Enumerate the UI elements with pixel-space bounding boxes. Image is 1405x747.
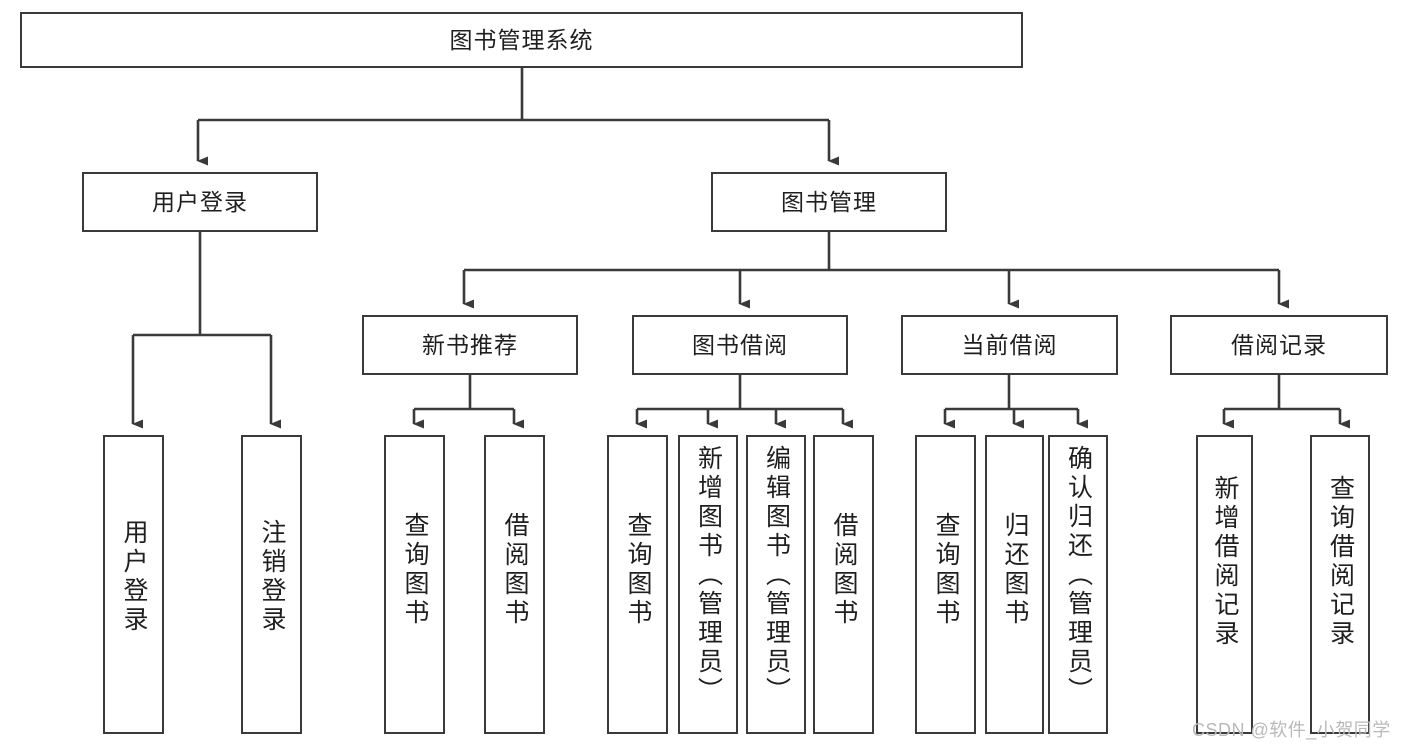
node-leaf-12[interactable]: 新增借阅记录 — [1196, 435, 1253, 734]
node-leaf-1-label: 用户登录 — [120, 519, 148, 635]
node-leaf-12-label: 新增借阅记录 — [1211, 475, 1239, 649]
node-level1-1-label: 用户登录 — [152, 188, 248, 215]
node-level1-1[interactable]: 用户登录 — [82, 172, 318, 232]
node-leaf-10-label: 归还图书 — [1001, 512, 1029, 628]
node-leaf-4-label: 借阅图书 — [501, 512, 529, 628]
node-leaf-3[interactable]: 查询图书 — [384, 435, 445, 734]
node-leaf-7[interactable]: 编辑图书（管理员） — [746, 435, 806, 734]
node-level2-1[interactable]: 新书推荐 — [362, 315, 578, 375]
node-leaf-4[interactable]: 借阅图书 — [484, 435, 545, 734]
node-leaf-13-label: 查询借阅记录 — [1326, 475, 1355, 649]
node-leaf-11[interactable]: 确认归还（管理员） — [1048, 435, 1108, 734]
node-level2-2[interactable]: 图书借阅 — [632, 315, 848, 375]
node-root-label: 图书管理系统 — [449, 26, 594, 53]
node-leaf-9-label: 查询图书 — [932, 512, 960, 628]
node-level1-2[interactable]: 图书管理 — [711, 172, 947, 232]
node-level1-2-label: 图书管理 — [781, 188, 877, 215]
node-leaf-8[interactable]: 借阅图书 — [813, 435, 874, 734]
node-level2-3-label: 当前借阅 — [961, 331, 1058, 358]
node-leaf-10[interactable]: 归还图书 — [985, 435, 1044, 734]
node-leaf-2[interactable]: 注销登录 — [241, 435, 302, 734]
node-leaf-13[interactable]: 查询借阅记录 — [1310, 435, 1370, 734]
node-level2-1-label: 新书推荐 — [422, 331, 518, 358]
node-leaf-6[interactable]: 新增图书（管理员） — [678, 435, 738, 734]
node-leaf-5-label: 查询图书 — [624, 512, 652, 628]
watermark: CSDN @软件_小贺同学 — [1192, 720, 1391, 740]
node-leaf-11-label: 确认归还（管理员） — [1064, 445, 1093, 706]
node-level2-4[interactable]: 借阅记录 — [1170, 315, 1388, 375]
node-level2-4-label: 借阅记录 — [1231, 331, 1327, 358]
node-level2-2-label: 图书借阅 — [692, 331, 788, 358]
node-leaf-2-label: 注销登录 — [258, 519, 286, 635]
node-leaf-5[interactable]: 查询图书 — [607, 435, 668, 734]
node-leaf-1[interactable]: 用户登录 — [103, 435, 164, 734]
node-leaf-7-label: 编辑图书（管理员） — [762, 445, 791, 706]
node-leaf-8-label: 借阅图书 — [830, 512, 858, 628]
node-leaf-9[interactable]: 查询图书 — [915, 435, 976, 734]
node-leaf-3-label: 查询图书 — [401, 512, 429, 628]
node-root[interactable]: 图书管理系统 — [20, 12, 1023, 68]
node-level2-3[interactable]: 当前借阅 — [901, 315, 1118, 375]
node-leaf-6-label: 新增图书（管理员） — [694, 445, 723, 706]
